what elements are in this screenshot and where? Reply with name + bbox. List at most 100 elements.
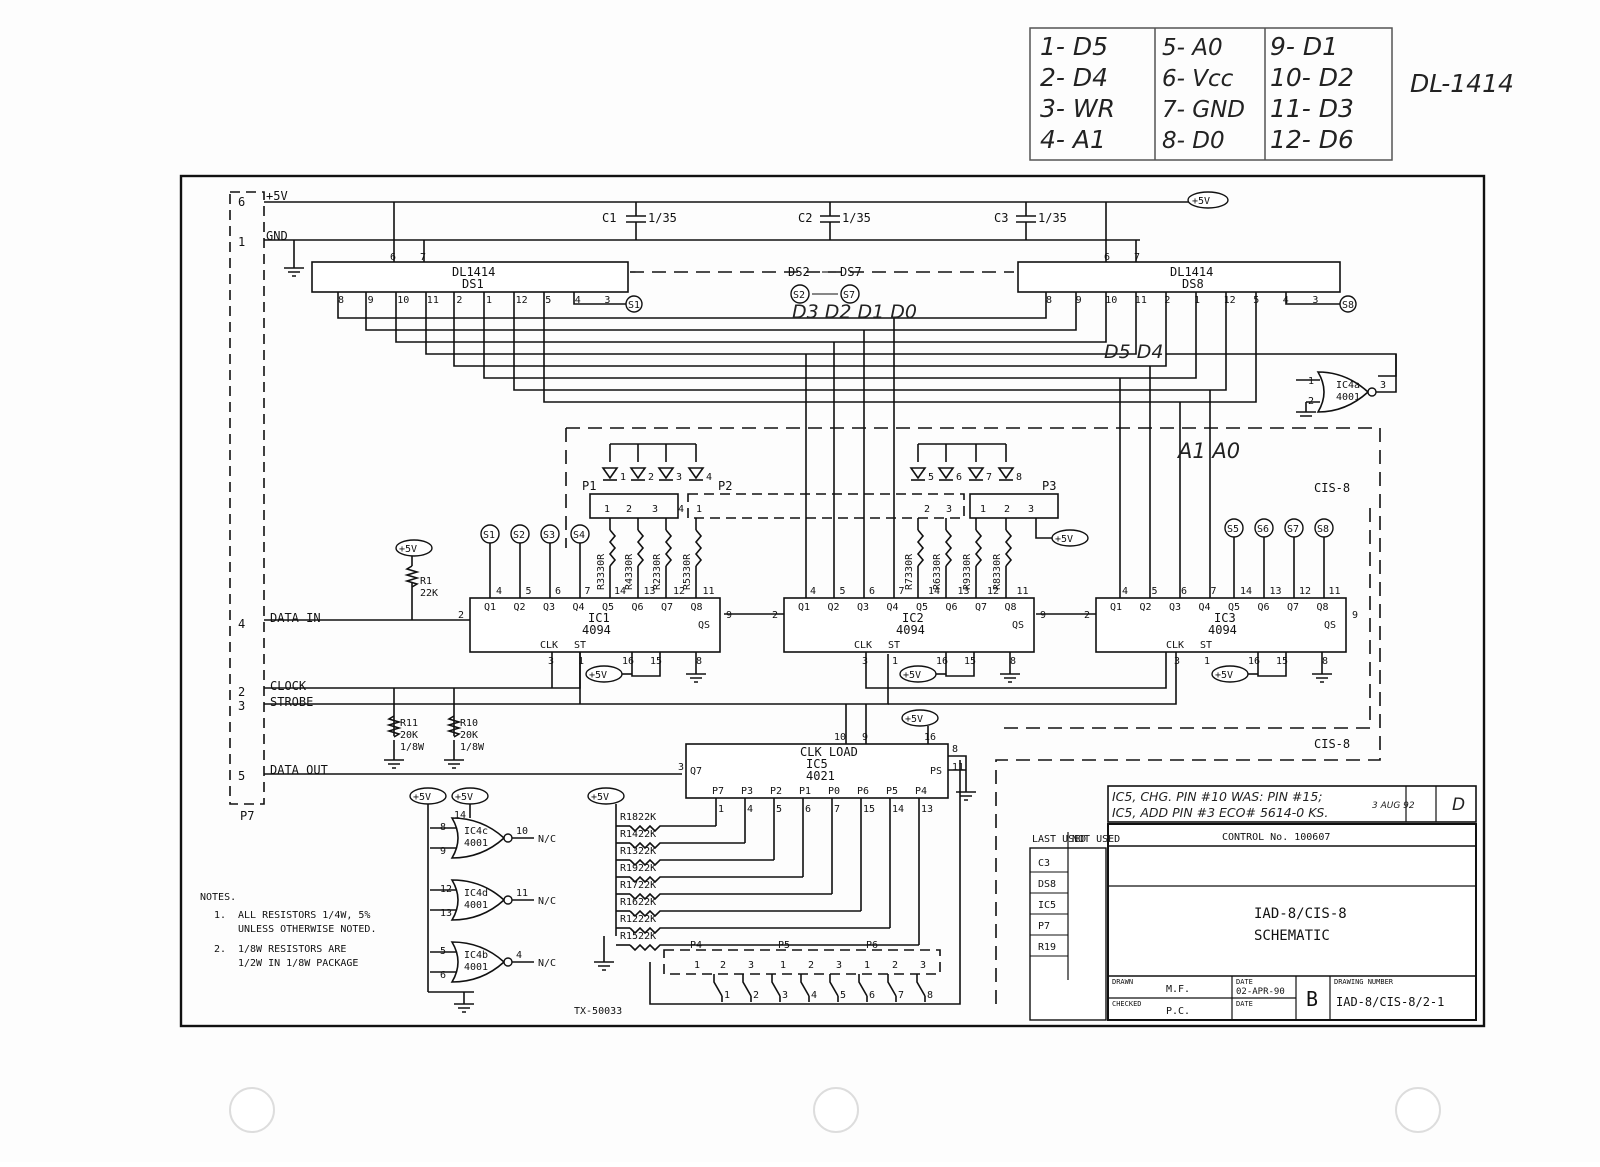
resistor-icon bbox=[629, 892, 832, 901]
led-icon bbox=[909, 467, 927, 480]
switch-header-pin: 1 bbox=[780, 960, 786, 971]
register-output: Q6 bbox=[1258, 602, 1270, 613]
switch-block-label: P6 bbox=[866, 940, 878, 951]
cis8-label: CIS-8 bbox=[1314, 737, 1350, 751]
pin-num: 6 bbox=[805, 804, 811, 815]
select-tag: S3 bbox=[543, 530, 555, 541]
pin-num: 8 bbox=[338, 295, 344, 306]
pin-num: 16 bbox=[936, 656, 948, 667]
gate-out: 3 bbox=[1380, 380, 1386, 391]
register-output: Q7 bbox=[1287, 602, 1299, 613]
display-bus bbox=[337, 292, 1397, 600]
legend-entry: 12- D6 bbox=[1270, 125, 1354, 154]
pin-num: 4 bbox=[747, 804, 753, 815]
pin-num: 15 bbox=[1276, 656, 1288, 667]
connector-pin-label: DATA OUT bbox=[270, 763, 328, 777]
resistor-label: R1722K bbox=[620, 880, 656, 891]
jumper-pin: 2 bbox=[1004, 504, 1010, 515]
register-st: ST bbox=[574, 640, 586, 651]
register-output: Q5 bbox=[602, 602, 614, 613]
revision-letter: D bbox=[1452, 795, 1465, 815]
pin-num: 16 bbox=[1248, 656, 1260, 667]
gate-ic4a: IC4a 4001 1 2 3 bbox=[1296, 354, 1397, 417]
register-type: 4094 bbox=[1208, 623, 1237, 637]
register-clk: CLK bbox=[1166, 640, 1184, 651]
resistor-label: R1222K bbox=[620, 914, 656, 925]
cis8-region: CIS-8 CIS-8 bbox=[565, 427, 1381, 1010]
pin-num: 7 bbox=[1211, 586, 1217, 597]
notes-block: NOTES. 1. ALL RESISTORS 1/4W, 5% UNLESS … bbox=[200, 892, 376, 969]
pin-num: 1 bbox=[1194, 295, 1200, 306]
pin-num: 12 bbox=[1299, 586, 1311, 597]
switch-icon bbox=[887, 974, 897, 1002]
cap-name: C3 bbox=[994, 211, 1008, 225]
revision-date: 3 AUG 92 bbox=[1372, 801, 1415, 811]
switch-header-pin: 3 bbox=[836, 960, 842, 971]
pin-num: 15 bbox=[650, 656, 662, 667]
revision-box: IC5, CHG. PIN #10 WAS: PIN #15; IC5, ADD… bbox=[1107, 785, 1477, 823]
resistor-rating: 1/8W bbox=[400, 742, 425, 753]
register-output: Q5 bbox=[1228, 602, 1240, 613]
vcc-tag: +5V bbox=[1055, 534, 1073, 545]
led-icon bbox=[937, 467, 955, 480]
jumper-label: P1 bbox=[582, 479, 596, 493]
ground-icon bbox=[686, 652, 706, 683]
ground-icon bbox=[1312, 652, 1332, 683]
display-name: DS8 bbox=[1182, 277, 1204, 291]
pin-num: 1 bbox=[718, 804, 724, 815]
led-icon bbox=[657, 467, 675, 480]
resistor-label: R3330R bbox=[596, 553, 607, 590]
switch-header-pin: 2 bbox=[720, 960, 726, 971]
resistor-icon bbox=[1004, 529, 1013, 567]
vcc-tag: +5V bbox=[1192, 196, 1210, 207]
resistor-name: R1 bbox=[420, 576, 432, 587]
register-output: Q6 bbox=[632, 602, 644, 613]
resistor-rating: 1/8W bbox=[460, 742, 485, 753]
led-num: 8 bbox=[1016, 472, 1022, 483]
register-output: Q5 bbox=[916, 602, 928, 613]
resistor-label: R1522K bbox=[620, 931, 656, 942]
resistor-label: R1322K bbox=[620, 846, 656, 857]
gate-bubble bbox=[503, 957, 513, 967]
jumper-p3 bbox=[969, 493, 1059, 519]
pin-num: 2 bbox=[1084, 610, 1090, 621]
register-qs: QS bbox=[1324, 620, 1336, 631]
register-output: Q2 bbox=[514, 602, 526, 613]
select-tag: S1 bbox=[628, 300, 640, 311]
nor-gate-icon bbox=[450, 879, 506, 921]
note-line: 1/2W IN 1/8W PACKAGE bbox=[238, 958, 358, 969]
used-entry: DS8 bbox=[1038, 879, 1056, 890]
pin-num: 11 bbox=[952, 762, 964, 773]
date-label: DATE bbox=[1236, 978, 1253, 986]
note-line: UNLESS OTHERWISE NOTED. bbox=[238, 924, 376, 935]
pin-num: 10 bbox=[1105, 295, 1117, 306]
jumper-p1 bbox=[589, 493, 679, 519]
revision-line: IC5, ADD PIN #3 ECO# 5614-0 KS. bbox=[1112, 805, 1328, 820]
pulldown-resistors: R11 20K 1/8W R10 20K 1/8W bbox=[384, 715, 485, 769]
switch-icon bbox=[713, 974, 723, 1002]
resistor-label: R5330R bbox=[682, 553, 693, 590]
pin-num: 5 bbox=[1152, 586, 1158, 597]
pin-num: 13 bbox=[958, 586, 970, 597]
ic5: CLK LOAD IC5 4021 Q7 PS 3 10 9 16 8 11 +… bbox=[678, 704, 976, 945]
resistor-label: R4330R bbox=[624, 553, 635, 590]
pin-num: 9 bbox=[368, 295, 374, 306]
nor-gates: IC4c40018910N/CIC4d4001121311N/CIC4b4001… bbox=[427, 804, 556, 1013]
pin-num: 5 bbox=[776, 804, 782, 815]
switch-icon bbox=[829, 974, 839, 1002]
gate-out: 11 bbox=[516, 888, 528, 899]
pin-num: 2 bbox=[1164, 295, 1170, 306]
pin-num: 13 bbox=[1270, 586, 1282, 597]
jumper-label: P3 bbox=[1042, 479, 1056, 493]
gate-in: 6 bbox=[440, 970, 446, 981]
register-qs: QS bbox=[1012, 620, 1024, 631]
pin-num: 6 bbox=[390, 252, 396, 263]
legend-entry: 8- D0 bbox=[1162, 128, 1225, 154]
capacitors: C1 1/35 C2 1/35 C3 1/35 bbox=[602, 202, 1067, 240]
register-output: Q3 bbox=[857, 602, 869, 613]
resistor-icon bbox=[629, 875, 803, 884]
led-num: 1 bbox=[620, 472, 626, 483]
resistor-icon bbox=[629, 841, 745, 850]
resistor-icon bbox=[974, 529, 983, 567]
